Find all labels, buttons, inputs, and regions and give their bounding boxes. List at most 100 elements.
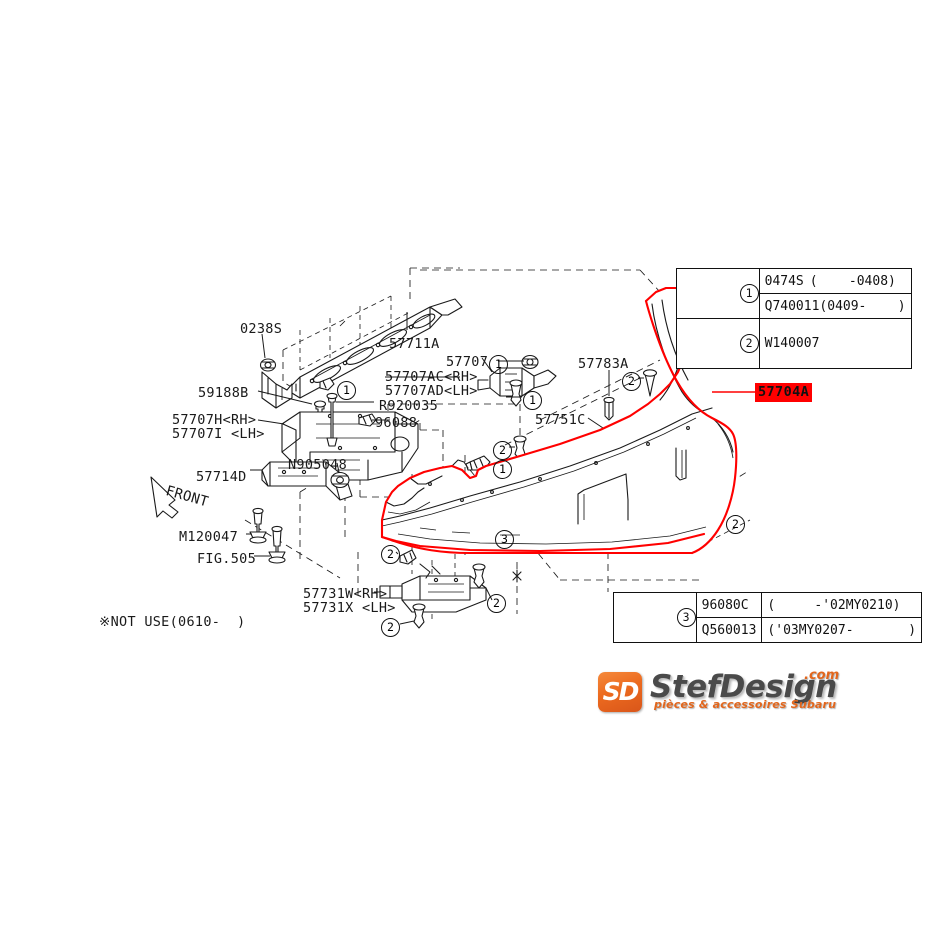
part-57731w-lower-bracket [379, 563, 487, 613]
table-part-cell: Q560013 [695, 617, 763, 643]
part-57783a-clip [603, 396, 615, 421]
label-n905048: N905048 [288, 457, 347, 473]
label-57731w: 57731W<RH> [303, 586, 388, 602]
callout-number: 1 [489, 355, 508, 374]
callout-2d: 2 [381, 616, 400, 637]
part-57714d-rail [261, 461, 353, 501]
part-fig505-bolt [268, 525, 286, 564]
callout-number: 2 [381, 618, 400, 637]
callout-number: 2 [381, 545, 400, 564]
label-57783a: 57783A [578, 356, 629, 372]
table-row: 2 W140007 [676, 318, 912, 369]
label-57751c: 57751C [535, 412, 586, 428]
callout-number: 1 [337, 381, 356, 400]
callout-2a: 2 [622, 370, 641, 391]
watermark-stefdesign: SD StefDesign .com pièces & accessoires … [598, 668, 860, 720]
label-57707ac: 57707AC<RH> [385, 369, 478, 385]
label-0238s: 0238S [240, 321, 283, 337]
label-57707i: 57707I <LH> [172, 426, 265, 442]
part-number: 96080C [701, 597, 749, 613]
leader-callout-2d [399, 620, 415, 625]
leader-n905048 [336, 462, 340, 473]
label-57707h: 57707H<RH> [172, 412, 257, 428]
leader-0238s [261, 333, 266, 359]
label-96088: 96088 [375, 415, 418, 431]
stefdesign-logo-icon: SD [598, 672, 642, 712]
part-57783a-bolt [642, 369, 658, 397]
part-range: ('03MY0207- ) [767, 622, 917, 638]
part-number: 0474S [764, 273, 804, 289]
table-part-cell: 96080C [695, 592, 763, 618]
callout-1c: 1 [523, 389, 542, 410]
callout-number: 2 [493, 441, 512, 460]
label-59188b: 59188B [198, 385, 249, 401]
part-0238s-bolt [259, 358, 277, 372]
leader-57707h [257, 419, 285, 425]
table-part-cell: 0474S ( -0408) [758, 268, 912, 294]
part-m120047-bolt [249, 507, 267, 544]
callout-number: 1 [523, 391, 542, 410]
front-arrow-icon [150, 476, 179, 519]
table-key-cell: 3 [613, 592, 697, 643]
part-number: Q560013 [701, 622, 757, 638]
watermark-brand-name: StefDesign [650, 669, 837, 705]
label-r920035: R920035 [379, 398, 438, 414]
label-m120047: M120047 [179, 529, 238, 545]
label-57714d: 57714D [196, 469, 247, 485]
table-part-cell: W140007 [758, 318, 912, 369]
part-plug-center [509, 379, 523, 407]
callout-number: 1 [493, 460, 512, 479]
callout-number: 2 [726, 515, 745, 534]
table-row: Q740011(0409- ) [677, 293, 912, 319]
callout-2b: 2 [493, 439, 512, 460]
logo-initials: SD [602, 677, 640, 706]
asterisk-marker-bottom [512, 569, 522, 583]
table-range-cell: ( -'02MY0210) [761, 592, 923, 618]
callout-number: 1 [739, 284, 759, 303]
part-r920035-screw [326, 392, 338, 447]
part-lower-bracket-clip-left [412, 603, 426, 629]
table-part-cell: Q740011(0409- ) [758, 293, 912, 319]
part-face-screw-1a [319, 377, 335, 391]
callout-number: 2 [622, 372, 641, 391]
reference-table-top: 1 0474S ( -0408) Q740011(0409- ) 2 W14000… [676, 268, 912, 369]
table-range-cell: ('03MY0207- ) [761, 617, 923, 643]
part-number: Q740011 [764, 298, 820, 314]
label-57731x: 57731X <LH> [303, 600, 396, 616]
table-row: 3 96080C ( -'02MY0210) [613, 592, 923, 643]
construction-lines [244, 267, 751, 620]
label-57707: 57707 [446, 354, 489, 370]
table-key-cell: 2 [676, 318, 760, 369]
label-57711a: 57711A [389, 336, 440, 352]
callout-1a: 1 [337, 379, 356, 400]
callout-3a: 3 [495, 528, 514, 549]
part-number: W140007 [764, 336, 820, 351]
label-not-use: ※NOT USE(0610- ) [99, 614, 246, 630]
reference-table-bottom: 3 96080C ( -'02MY0210) Q560013 ('03MY020… [613, 592, 923, 643]
part-range: (0409- ) [819, 298, 906, 314]
part-face-clip-2c [399, 549, 417, 565]
leader-59188b [257, 390, 313, 405]
watermark-domain-suffix: .com [804, 668, 840, 683]
part-lower-bracket-clip-right [472, 563, 486, 589]
part-left-end-bracket [261, 371, 293, 409]
table-key-cell: 1 [676, 268, 760, 319]
callout-1d: 1 [493, 458, 512, 479]
callout-2f: 2 [726, 513, 745, 534]
callout-number: 3 [495, 530, 514, 549]
label-57707ad: 57707AD<LH> [385, 383, 478, 399]
part-range: ( -0408) [809, 273, 896, 289]
part-n905048-nut [330, 471, 350, 489]
part-range: ( -'02MY0210) [767, 597, 901, 613]
part-57711a-reinforcement-beam [286, 298, 463, 399]
part-57707-bolt-head [521, 354, 539, 370]
callout-number: 3 [676, 608, 696, 627]
label-57704a-highlight: 57704A [755, 383, 813, 402]
label-fig505: FIG.505 [197, 551, 256, 567]
table-row: Q560013 ('03MY0207- ) [614, 617, 923, 643]
callout-1b: 1 [489, 353, 508, 374]
callout-number: 2 [739, 334, 759, 353]
watermark-tagline: pièces & accessoires Subaru [654, 698, 837, 711]
